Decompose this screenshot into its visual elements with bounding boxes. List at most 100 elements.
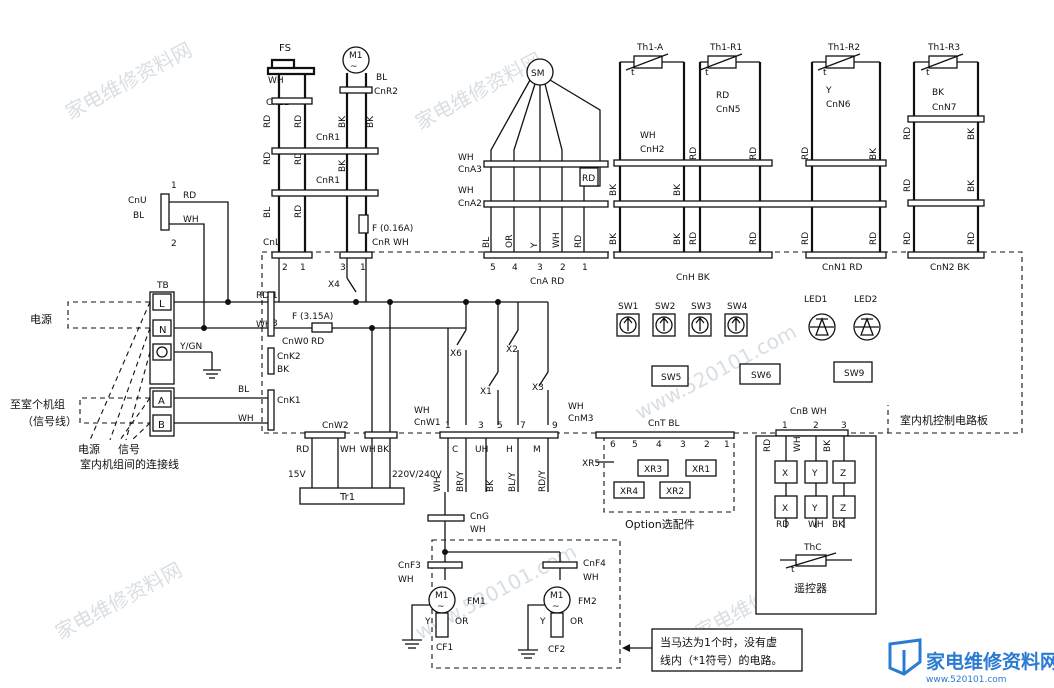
svg-text:X6: X6 [450, 349, 462, 359]
svg-text:F (0.16A): F (0.16A) [372, 224, 413, 234]
svg-text:Y/GN: Y/GN [179, 342, 202, 352]
svg-text:t: t [791, 565, 795, 575]
svg-text:WH: WH [458, 186, 474, 196]
svg-text:BK: BK [832, 520, 845, 530]
swing-motor-m1: M1 ~ BL CnR2 BK BK CnR1 CnR1 BK F (0.16A… [263, 46, 413, 273]
svg-text:BK: BK [338, 115, 348, 128]
svg-text:WH: WH [340, 445, 356, 455]
svg-text:CnR1: CnR1 [316, 176, 340, 186]
svg-text:2: 2 [560, 263, 566, 273]
svg-text:CnN1 RD: CnN1 RD [822, 263, 863, 273]
svg-text:A: A [158, 396, 165, 407]
svg-text:C: C [452, 445, 458, 455]
svg-text:电源: 电源 [30, 312, 52, 326]
svg-text:CnT BL: CnT BL [648, 419, 680, 429]
svg-text:CF1: CF1 [436, 643, 453, 653]
svg-text:CnA3: CnA3 [458, 165, 482, 175]
svg-text:线内（*1符号）的电路。: 线内（*1符号）的电路。 [660, 653, 783, 667]
svg-text:XR5: XR5 [582, 459, 600, 469]
svg-text:WH: WH [808, 520, 824, 530]
svg-text:~: ~ [552, 602, 560, 612]
svg-text:WH: WH [360, 445, 376, 455]
svg-text:BR/Y: BR/Y [456, 471, 466, 492]
svg-text:L: L [159, 299, 165, 310]
svg-text:X4: X4 [328, 280, 340, 290]
svg-text:BK: BK [869, 147, 879, 160]
svg-text:CnR1: CnR1 [316, 133, 340, 143]
svg-text:CnL: CnL [263, 238, 280, 248]
svg-text:室内机组间的连接线: 室内机组间的连接线 [80, 457, 179, 471]
svg-text:1: 1 [272, 291, 278, 301]
svg-text:RD: RD [801, 147, 811, 160]
svg-text:RD: RD [869, 232, 879, 245]
svg-text:RD: RD [763, 439, 773, 452]
svg-text:2: 2 [704, 440, 710, 450]
svg-text:CnW2: CnW2 [322, 421, 349, 431]
svg-text:WH: WH [793, 436, 803, 452]
svg-text:Th1-R2: Th1-R2 [827, 43, 860, 53]
option-connectors: CnT BL 6 5 4 3 2 1 XR5 XR3 XR1 XR4 XR2 O… [582, 419, 735, 531]
svg-text:LED1: LED1 [804, 295, 827, 305]
site-logo: 家电维修资料网 www.520101.com [888, 638, 1054, 685]
svg-text:RD: RD [801, 232, 811, 245]
svg-text:3: 3 [841, 421, 847, 431]
svg-text:SW6: SW6 [751, 371, 772, 381]
svg-text:BL: BL [376, 73, 387, 83]
svg-text:XR3: XR3 [644, 465, 662, 475]
svg-text:XR4: XR4 [620, 487, 638, 497]
svg-text:FS: FS [279, 43, 291, 54]
svg-text:CnN5: CnN5 [716, 105, 740, 115]
svg-text:~: ~ [437, 602, 445, 612]
terminal-block: CnU BL 1 2 RD WH TB L N Y/GN 电源 A B 至室 [10, 181, 268, 471]
svg-text:3: 3 [537, 263, 543, 273]
svg-text:CnM3: CnM3 [568, 414, 593, 424]
svg-text:BK: BK [277, 365, 290, 375]
svg-text:CnN2 BK: CnN2 BK [930, 263, 970, 273]
svg-text:CnK1: CnK1 [277, 396, 301, 406]
board-label: 室内机控制电路板 [900, 413, 988, 427]
note-box: 当马达为1个时，没有虚 线内（*1符号）的电路。 [622, 628, 803, 672]
svg-text:RD: RD [903, 232, 913, 245]
svg-text:WH: WH [433, 476, 443, 492]
svg-text:BK: BK [377, 445, 390, 455]
fan-motors: CnG WH CnF3 WH CnF4 WH M1 ~ FM1 M1 ~ FM2… [398, 492, 621, 669]
svg-text:RD: RD [296, 445, 309, 455]
svg-text:BK: BK [932, 88, 945, 98]
svg-text:6: 6 [610, 440, 616, 450]
svg-text:LED2: LED2 [854, 295, 877, 305]
svg-text:电源: 电源 [78, 442, 100, 456]
svg-text:WH: WH [398, 575, 414, 585]
svg-text:Th1-A: Th1-A [636, 43, 664, 53]
svg-text:WH: WH [552, 232, 562, 248]
svg-text:RD: RD [183, 191, 196, 201]
svg-text:BL: BL [263, 207, 273, 218]
svg-text:CnG: CnG [470, 512, 489, 522]
svg-text:RD: RD [776, 520, 789, 530]
svg-text:X2: X2 [506, 345, 518, 355]
svg-text:N: N [159, 325, 166, 336]
svg-text:3: 3 [272, 319, 278, 329]
svg-text:（信号线）: （信号线） [22, 414, 77, 428]
svg-text:OR: OR [455, 617, 468, 627]
relay-contacts: X6 X1 X2 X3 [450, 302, 549, 425]
svg-text:SW9: SW9 [844, 369, 865, 379]
remote-receiver: CnB WH 1 2 3 RD WH BK X Y Z X Y Z RD WH … [755, 407, 877, 615]
svg-text:BK: BK [609, 232, 619, 245]
svg-text:CnA2: CnA2 [458, 199, 482, 209]
svg-text:RD: RD [749, 232, 759, 245]
svg-text:t: t [631, 68, 635, 78]
svg-text:BL/Y: BL/Y [508, 472, 518, 492]
svg-text:OR: OR [505, 235, 515, 248]
svg-text:5: 5 [490, 263, 496, 273]
svg-text:t: t [926, 68, 930, 78]
svg-text:1: 1 [445, 421, 451, 431]
svg-text:Y: Y [811, 469, 818, 479]
svg-text:RD: RD [263, 152, 273, 165]
svg-text:WH: WH [458, 153, 474, 163]
svg-text:B: B [158, 420, 165, 431]
svg-text:X: X [782, 504, 788, 514]
svg-text:RD: RD [256, 291, 269, 301]
svg-text:4: 4 [656, 440, 662, 450]
svg-text:CnN6: CnN6 [826, 100, 851, 110]
